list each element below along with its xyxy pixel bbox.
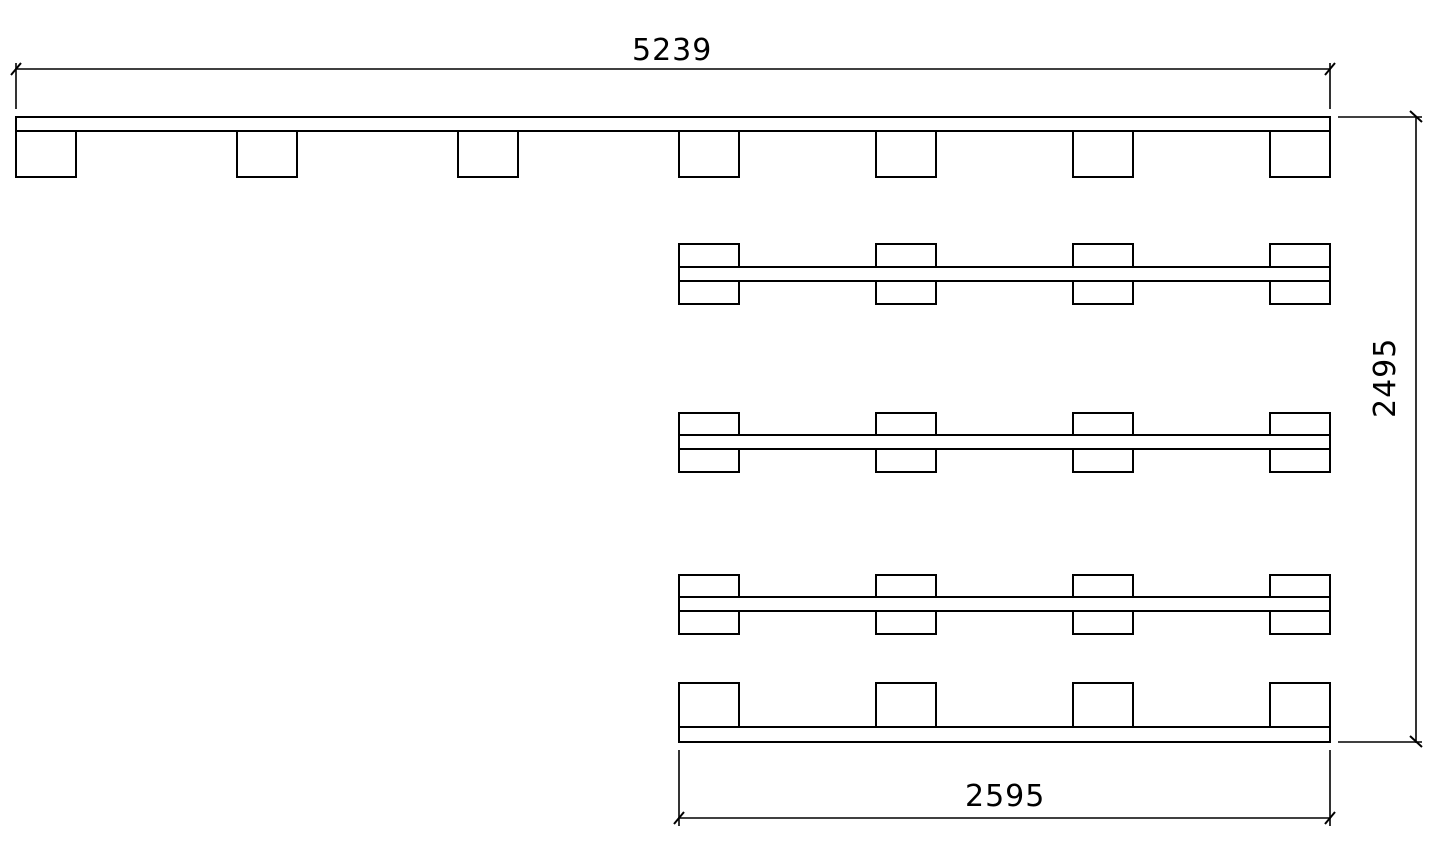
dimension-bottom [673, 750, 1336, 826]
dimension-bottom-label: 2595 [965, 779, 1046, 814]
block-7 [1269, 130, 1331, 178]
dimension-top [10, 62, 1336, 109]
block-5 [875, 130, 937, 178]
bottom-board-row [678, 682, 1331, 743]
dimension-top-label: 5239 [632, 33, 713, 68]
block-6 [1072, 130, 1134, 178]
block-3 [457, 130, 519, 178]
block-1 [15, 130, 77, 178]
dimension-right [1338, 110, 1423, 748]
stringer-row-2 [678, 412, 1331, 473]
top-pallet-side-view [15, 116, 1331, 178]
block-2 [236, 130, 298, 178]
dimension-right-label: 2495 [1368, 337, 1403, 418]
stringer-row-3 [678, 574, 1331, 635]
block-4 [678, 130, 740, 178]
stringer-row-1 [678, 243, 1331, 305]
